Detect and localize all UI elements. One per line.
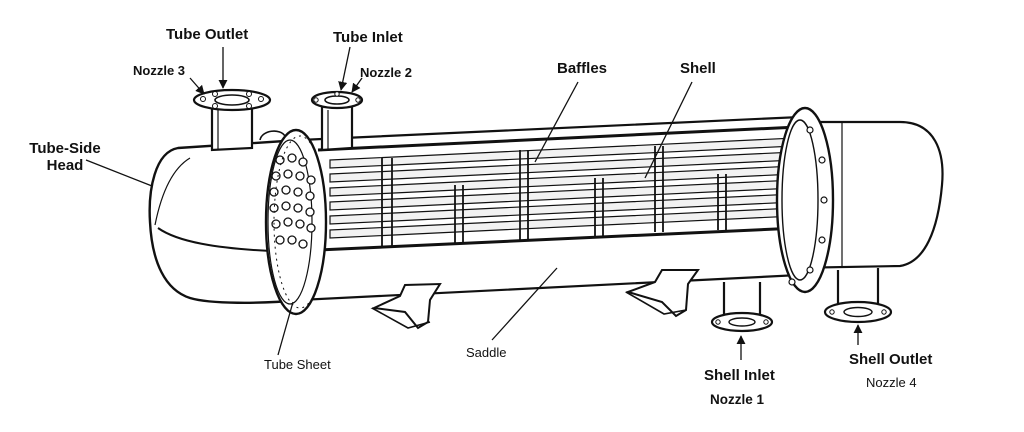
- leader-tube-inlet: [338, 46, 351, 91]
- label-tube-side-head-line1: Tube-Side: [29, 140, 101, 157]
- label-tube-sheet: Tube Sheet: [264, 357, 331, 372]
- label-shell: Shell: [680, 60, 716, 77]
- label-tube-side-head: Tube-Side Head: [26, 140, 104, 175]
- saddle-right: [624, 269, 700, 318]
- leader-baffles: [534, 81, 579, 163]
- tube-sheet: [264, 128, 328, 316]
- label-nozzle-4: Nozzle 4: [866, 375, 917, 390]
- baffles: [381, 146, 727, 246]
- saddle-left: [370, 282, 442, 330]
- label-tube-inlet: Tube Inlet: [333, 29, 403, 46]
- label-baffles: Baffles: [557, 60, 608, 77]
- label-nozzle-2: Nozzle 2: [360, 65, 413, 80]
- label-tube-side-head-line2: Head: [46, 157, 84, 175]
- nozzle-1-shell-inlet: [710, 282, 774, 333]
- leader-nozzle-3: [189, 77, 205, 95]
- leader-saddle: [491, 267, 558, 341]
- label-shell-inlet: Shell Inlet: [704, 367, 775, 384]
- leader-tube-sheet: [277, 301, 294, 356]
- label-nozzle-1: Nozzle 1: [710, 392, 765, 407]
- label-nozzle-3: Nozzle 3: [133, 63, 186, 78]
- label-shell-outlet: Shell Outlet: [849, 351, 933, 368]
- leader-tube-side-head: [85, 159, 153, 187]
- label-tube-outlet: Tube Outlet: [166, 26, 249, 43]
- nozzle-4-shell-outlet: [823, 268, 893, 324]
- right-flange: [775, 106, 835, 294]
- nozzle-3-tube-outlet: [192, 88, 272, 152]
- leader-shell: [644, 81, 693, 179]
- nozzle-2-tube-inlet: [310, 90, 364, 152]
- tube-side-head: [148, 138, 302, 304]
- leader-nozzle-2: [351, 77, 363, 93]
- label-saddle: Saddle: [466, 345, 507, 360]
